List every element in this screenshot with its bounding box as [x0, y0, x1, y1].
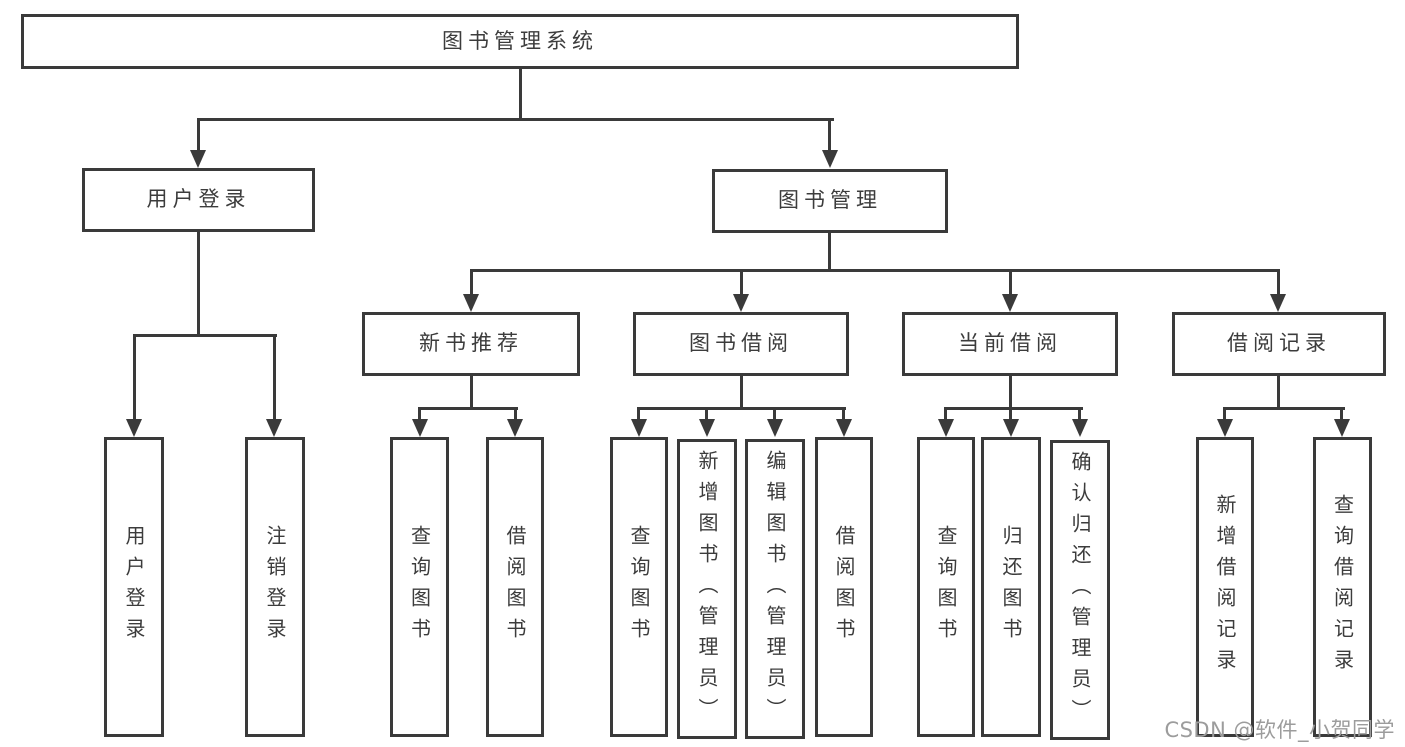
edge-segment [637, 409, 640, 422]
edge-segment [133, 336, 136, 421]
node-new-book-recommendation: 新书推荐 [362, 312, 580, 376]
node-user-login: 用户登录 [82, 168, 315, 232]
node-book-borrowing: 图书借阅 [633, 312, 849, 376]
arrowhead-down-icon [266, 419, 282, 437]
edge-segment [1340, 409, 1343, 422]
edge-segment [514, 409, 517, 422]
node-label: 归还图书 [999, 525, 1023, 649]
edge-segment [197, 118, 834, 121]
leaf-logout: 注销登录 [245, 437, 305, 737]
node-root-library-management-system: 图书管理系统 [21, 14, 1019, 69]
arrowhead-down-icon [1334, 419, 1350, 437]
arrowhead-down-icon [1003, 419, 1019, 437]
edge-segment [773, 409, 776, 422]
node-label: 借阅图书 [503, 525, 527, 649]
edge-segment [519, 69, 522, 120]
edge-segment [740, 271, 743, 296]
leaf-query-books-current: 查询图书 [917, 437, 975, 737]
arrowhead-down-icon [767, 419, 783, 437]
edge-segment [197, 232, 200, 335]
leaf-return-books: 归还图书 [981, 437, 1041, 737]
edge-segment [1277, 271, 1280, 296]
node-label: 查询图书 [627, 525, 651, 649]
edge-segment [828, 120, 831, 152]
edge-segment [418, 407, 518, 410]
edge-segment [418, 409, 421, 422]
node-label: 用户登录 [146, 187, 251, 212]
node-label: 编辑图书（管理员） [763, 449, 787, 729]
node-label: 借阅图书 [832, 525, 856, 649]
edge-segment [1223, 407, 1345, 410]
arrowhead-down-icon [822, 150, 838, 168]
edge-segment [470, 271, 473, 296]
node-label: 注销登录 [263, 525, 287, 649]
edge-segment [1223, 409, 1226, 422]
arrowhead-down-icon [412, 419, 428, 437]
arrowhead-down-icon [699, 419, 715, 437]
edge-segment [1277, 376, 1280, 409]
node-label: 新增图书（管理员） [695, 449, 719, 729]
node-label: 借阅记录 [1227, 331, 1331, 356]
node-label: 用户登录 [122, 525, 146, 649]
edge-segment [842, 409, 845, 422]
arrowhead-down-icon [1072, 419, 1088, 437]
arrowhead-down-icon [1002, 294, 1018, 312]
edge-segment [470, 376, 473, 409]
node-label: 确认归还（管理员） [1068, 450, 1092, 730]
arrowhead-down-icon [463, 294, 479, 312]
node-label: 查询图书 [407, 525, 432, 649]
csdn-watermark: CSDN @软件_小贺同学 [1164, 718, 1395, 742]
leaf-query-books-recommend: 查询图书 [390, 437, 449, 737]
arrowhead-down-icon [1270, 294, 1286, 312]
leaf-query-books-borrowing: 查询图书 [610, 437, 668, 737]
leaf-borrow-books-borrowing: 借阅图书 [815, 437, 873, 737]
node-book-management: 图书管理 [712, 169, 948, 233]
arrowhead-down-icon [1217, 419, 1233, 437]
edge-segment [944, 409, 947, 422]
leaf-query-borrow-record: 查询借阅记录 [1313, 437, 1372, 737]
edge-segment [637, 407, 846, 410]
edge-segment [1009, 271, 1012, 296]
node-label: 查询借阅记录 [1330, 494, 1355, 680]
edge-segment [705, 409, 708, 422]
edge-segment [740, 376, 743, 409]
edge-segment [828, 233, 831, 271]
edge-segment [273, 336, 276, 421]
node-label: 图书借阅 [689, 331, 793, 356]
edge-segment [197, 120, 200, 152]
edge-segment [1078, 409, 1081, 422]
edge-segment [470, 269, 1280, 272]
leaf-edit-book-admin: 编辑图书（管理员） [745, 439, 805, 739]
leaf-add-book-admin: 新增图书（管理员） [677, 439, 737, 739]
edge-segment [1009, 376, 1012, 409]
arrowhead-down-icon [126, 419, 142, 437]
node-label: 当前借阅 [958, 331, 1062, 356]
arrowhead-down-icon [190, 150, 206, 168]
arrowhead-down-icon [836, 419, 852, 437]
arrowhead-down-icon [938, 419, 954, 437]
arrowhead-down-icon [507, 419, 523, 437]
arrowhead-down-icon [733, 294, 749, 312]
leaf-confirm-return-admin: 确认归还（管理员） [1050, 440, 1110, 740]
leaf-user-login: 用户登录 [104, 437, 164, 737]
edge-segment [1009, 409, 1012, 422]
arrowhead-down-icon [631, 419, 647, 437]
leaf-borrow-books-recommend: 借阅图书 [486, 437, 544, 737]
node-label: 新增借阅记录 [1213, 494, 1237, 680]
node-current-borrowing: 当前借阅 [902, 312, 1118, 376]
node-label: 图书管理系统 [442, 28, 598, 53]
leaf-add-borrow-record: 新增借阅记录 [1196, 437, 1254, 737]
edge-segment [944, 407, 1083, 410]
node-label: 新书推荐 [419, 331, 523, 356]
node-label: 图书管理 [778, 188, 882, 213]
node-borrowing-records: 借阅记录 [1172, 312, 1386, 376]
edge-segment [133, 334, 277, 337]
node-label: 查询图书 [934, 525, 958, 649]
